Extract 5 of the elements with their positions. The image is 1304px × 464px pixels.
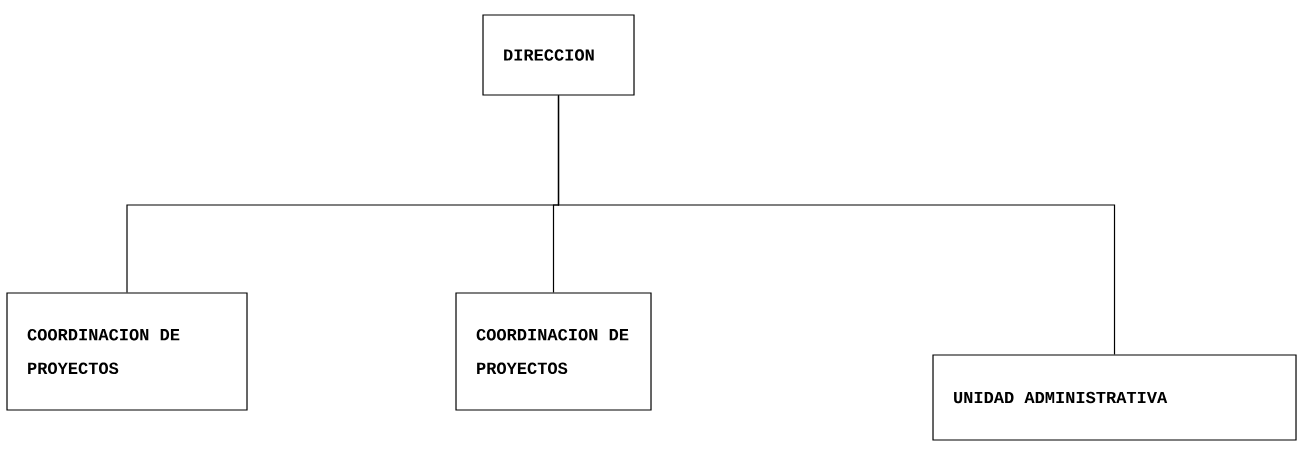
org-box: DIRECCION [482, 14, 635, 96]
org-box: COORDINACION DE PROYECTOS [6, 292, 248, 411]
org-box: COORDINACION DE PROYECTOS [455, 292, 652, 411]
connector-line [557, 95, 1116, 355]
org-box: UNIDAD ADMINISTRATIVA [932, 354, 1297, 441]
